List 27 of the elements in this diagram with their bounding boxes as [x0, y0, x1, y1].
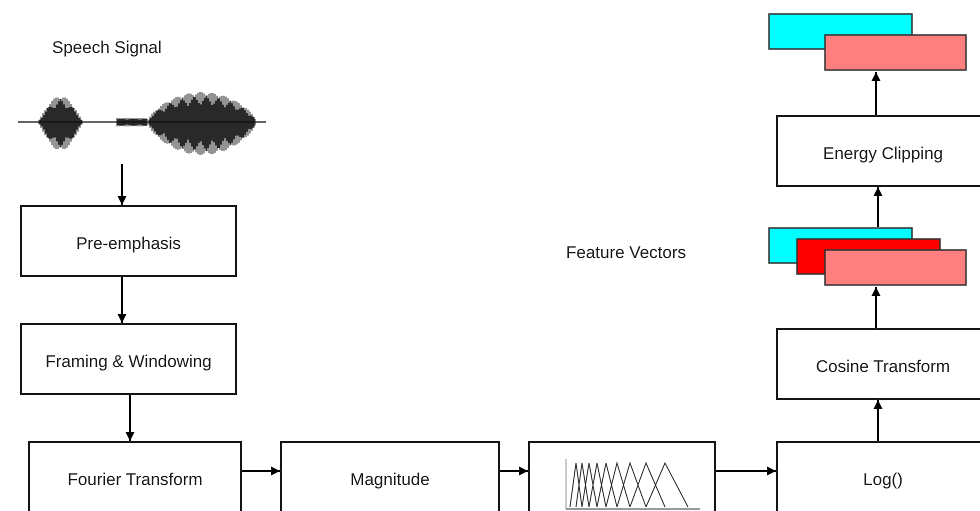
filter-bank-box	[528, 441, 716, 511]
arrow	[118, 164, 126, 205]
arrow	[500, 466, 528, 476]
process-box	[776, 328, 980, 400]
process-label: Fourier Transform	[67, 468, 203, 490]
process-box	[20, 323, 237, 395]
arrow	[126, 395, 134, 441]
process-box	[28, 441, 242, 511]
process-label: Magnitude	[350, 468, 430, 490]
arrow	[872, 287, 880, 328]
process-box	[20, 205, 237, 277]
process-label: Framing & Windowing	[45, 350, 212, 372]
arrow	[118, 277, 126, 323]
stack-caption: Feature Vectors	[566, 242, 686, 264]
arrow	[716, 466, 776, 476]
process-box	[280, 441, 500, 511]
arrow	[242, 466, 280, 476]
arrow	[874, 400, 882, 441]
arrow	[874, 187, 882, 227]
process-label: Cosine Transform	[816, 356, 950, 378]
process-label: Energy Clipping	[822, 142, 943, 164]
process-label: Pre-emphasis	[76, 232, 181, 254]
process-box	[776, 115, 980, 187]
signal-heading: Speech Signal	[52, 37, 162, 59]
process-label: Log()	[863, 468, 903, 490]
arrow	[872, 72, 880, 115]
process-box	[776, 441, 980, 511]
